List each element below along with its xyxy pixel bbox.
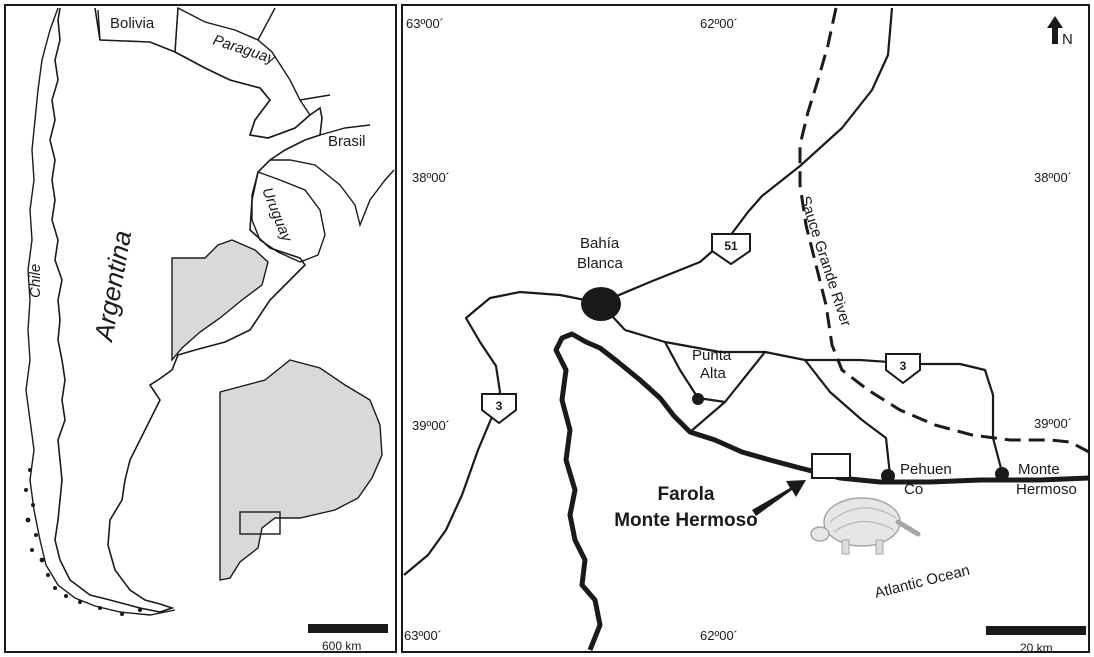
monte-hermoso-marker <box>995 467 1009 481</box>
regional-scale-bar <box>308 624 388 633</box>
northern-province <box>171 239 269 362</box>
lat-39-right: 39º00´ <box>1034 416 1072 431</box>
north-label: N <box>1062 31 1073 48</box>
glyptodont-illustration <box>810 497 921 555</box>
monte-hermoso-label-1: Monte <box>1018 461 1060 478</box>
uruguay-outline <box>251 171 326 263</box>
north-arrow: N <box>1047 16 1073 48</box>
buenos-aires-province <box>219 359 383 581</box>
local-map-panel: 51 3 3 N <box>401 4 1090 655</box>
bahia-blanca-label-1: Bahía <box>580 235 620 252</box>
lat-39-left: 39º00´ <box>412 418 450 433</box>
study-area-box-regional <box>239 511 281 535</box>
route-51-label: 51 <box>724 239 738 253</box>
local-scale-label: 20 km <box>1020 641 1053 655</box>
pehuen-co-marker <box>881 469 895 483</box>
paraguay-outline <box>174 6 311 139</box>
lon-63-bottom: 63º00´ <box>404 628 442 643</box>
route-shield-3-east: 3 <box>885 353 921 385</box>
lat-38-left: 38º00´ <box>412 170 450 185</box>
route-3-east-label: 3 <box>900 359 907 373</box>
chile-label: Chile <box>27 264 44 298</box>
lon-62-top: 62º00´ <box>700 16 738 31</box>
punta-alta-label-2: Alta <box>700 365 727 382</box>
chile-coastline <box>25 7 176 616</box>
route-3-west-label: 3 <box>496 399 503 413</box>
site-label-1: Farola <box>657 484 714 505</box>
chile-islands <box>24 468 142 616</box>
regional-scale-label: 600 km <box>322 639 361 653</box>
pehuen-co-label-2: Co <box>904 481 923 498</box>
lon-62-bottom: 62º00´ <box>700 628 738 643</box>
punta-alta-label-1: Punta <box>692 347 732 364</box>
coastal-link-road <box>689 401 726 433</box>
route-west <box>403 290 601 576</box>
local-scale-bar <box>986 626 1086 635</box>
study-area-box <box>811 453 851 479</box>
route-shield-51: 51 <box>711 233 751 266</box>
lon-63-top: 63º00´ <box>406 16 444 31</box>
lat-38-right: 38º00´ <box>1034 170 1072 185</box>
bahia-blanca-label-2: Blanca <box>577 255 624 272</box>
pehuen-co-label-1: Pehuen <box>900 461 952 478</box>
bahia-blanca-marker <box>581 287 621 321</box>
route-shield-3-west: 3 <box>481 393 517 425</box>
regional-map-panel: Bolivia Paraguay Brasil Uruguay Chile Ar… <box>4 4 397 653</box>
monte-hermoso-label-2: Hermoso <box>1016 481 1077 498</box>
site-arrow <box>752 480 806 516</box>
bolivia-label: Bolivia <box>110 15 155 32</box>
brasil-border <box>257 7 395 228</box>
argentina-outline <box>49 7 323 613</box>
local-map-frame <box>401 4 1090 653</box>
brasil-label: Brasil <box>328 133 366 150</box>
punta-alta-marker <box>692 393 704 405</box>
sauce-grande-river <box>798 7 1090 454</box>
route-51 <box>599 7 894 305</box>
site-label-2: Monte Hermoso <box>614 510 758 531</box>
